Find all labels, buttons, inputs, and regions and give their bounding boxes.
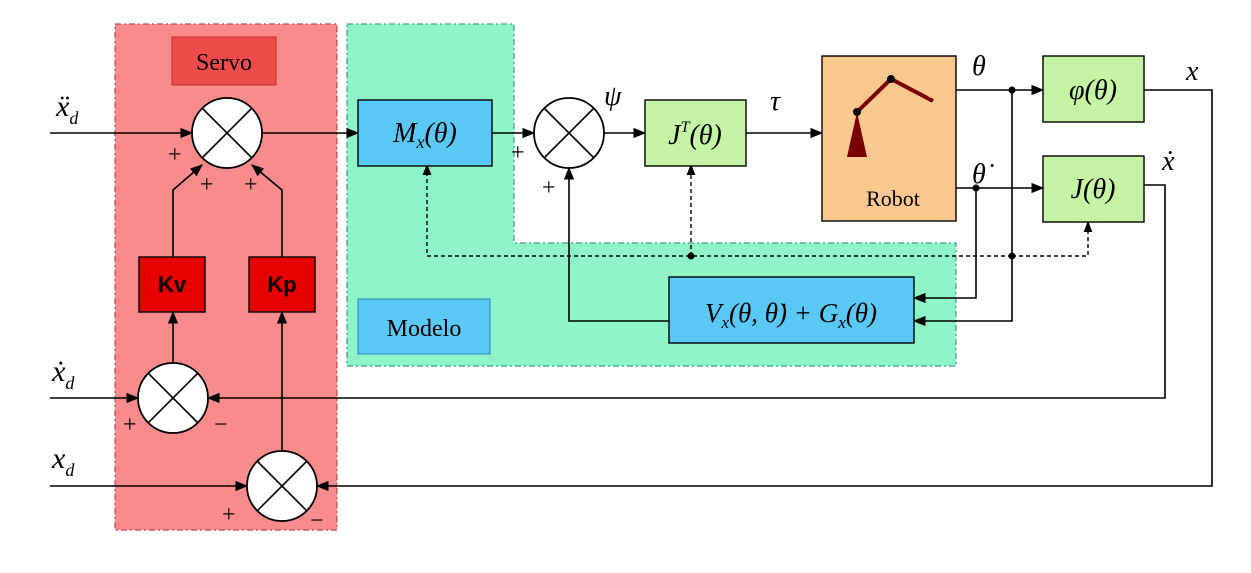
sum-junction-velocity	[137, 362, 209, 434]
sum-junction-model	[533, 97, 605, 169]
wire-xdot-feedback	[206, 184, 1166, 404]
jt-label: JT(θ)	[668, 119, 722, 151]
phi-label: φ(θ)	[1069, 75, 1117, 106]
robot-arm-icon	[847, 75, 934, 157]
signal-psi: ψ	[604, 81, 622, 112]
servo-label-box	[171, 36, 277, 86]
signal-theta-dot: θ̇	[972, 159, 994, 190]
mx-block	[357, 99, 493, 167]
signal-tau: τ	[770, 86, 781, 117]
modelo-label: Modelo	[387, 316, 462, 342]
jacobian-block	[1042, 155, 1145, 223]
signal-theta: θ	[972, 51, 986, 82]
wire-kp-sum1	[251, 164, 283, 257]
sign-sum2-plus: +	[123, 412, 137, 438]
sign-sum3-minus: −	[310, 508, 324, 534]
kv-label: Kv	[158, 272, 187, 297]
wire-thetadot-vg	[912, 188, 977, 304]
vx-gx-label: Vx(θ, θ̇) + Gx(θ)	[705, 298, 877, 332]
sign-sum3-plus: +	[222, 502, 236, 528]
junction-thetadot	[972, 184, 980, 192]
jacobian-label: J(θ)	[1071, 174, 1116, 205]
sign-sum2-minus: −	[214, 412, 228, 438]
wire-vg-sum4	[563, 166, 669, 322]
junction-theta-dash	[1008, 252, 1016, 260]
signal-x-dot: ẋ	[1161, 146, 1175, 177]
input-xd-dot: ẋd	[51, 355, 75, 393]
junction-jt-dash	[687, 252, 695, 260]
modelo-label-box	[357, 298, 491, 355]
servo-label: Servo	[196, 50, 252, 76]
sign-sum4-bottom: +	[542, 175, 556, 201]
wire-theta-vg	[912, 90, 1013, 327]
kp-label: Kp	[267, 272, 296, 297]
phi-block	[1042, 55, 1145, 123]
sign-sum1-kv: +	[200, 172, 214, 198]
vx-gx-block	[668, 276, 915, 344]
sum-junction-servo-top	[191, 97, 263, 169]
kp-block	[248, 256, 316, 313]
mx-label: Mx(θ)	[392, 118, 457, 152]
input-xd: xd	[51, 442, 75, 480]
dash-theta-mx	[422, 163, 1012, 257]
junction-theta	[1008, 86, 1016, 94]
sign-sum1-left: +	[168, 142, 182, 168]
input-xdd: ẍd	[55, 90, 79, 128]
sum-junction-position	[246, 450, 318, 522]
wire-kv-sum1	[172, 164, 203, 257]
jt-block	[644, 99, 747, 167]
dash-theta-j	[1012, 220, 1093, 257]
robot-label: Robot	[866, 186, 920, 211]
sign-sum1-kp: +	[244, 172, 258, 198]
wire-x-feedback	[315, 89, 1213, 492]
sign-sum4-left: +	[511, 140, 525, 166]
signal-x: x	[1185, 56, 1199, 87]
kv-block	[138, 256, 206, 313]
